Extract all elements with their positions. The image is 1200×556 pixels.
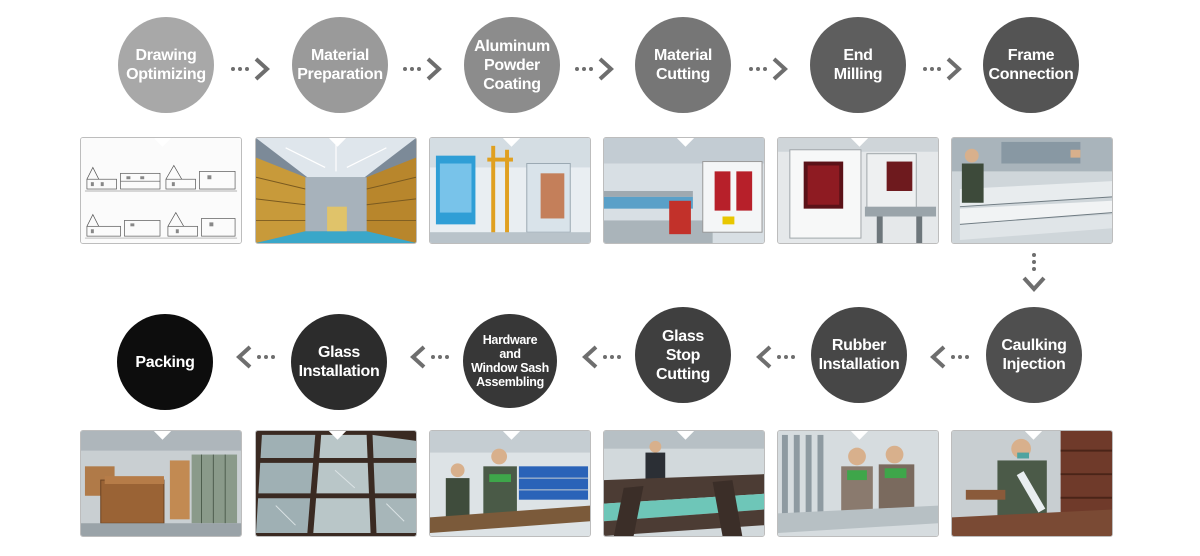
step-label: Glass Stop Cutting bbox=[656, 327, 710, 383]
step-label: End Milling bbox=[833, 47, 883, 83]
step-glass-installation: Glass Installation bbox=[291, 314, 387, 410]
dotted-chevron-left-icon bbox=[756, 345, 795, 369]
step-label: Material Preparation bbox=[297, 47, 383, 83]
dotted-chevron-right-icon bbox=[575, 57, 614, 81]
dotted-chevron-right-icon bbox=[231, 57, 270, 81]
photo-caulking-injection bbox=[951, 430, 1113, 537]
dotted-chevron-right-icon bbox=[923, 57, 962, 81]
step-rubber-installation: Rubber Installation bbox=[811, 307, 907, 403]
step-packing: Packing bbox=[117, 314, 213, 410]
step-frame-connection: Frame Connection bbox=[983, 17, 1079, 113]
step-label: Packing bbox=[135, 353, 195, 371]
step-hardware-window-sash-assembling: Hardware and Window Sash Assembling bbox=[463, 314, 557, 408]
step-material-cutting: Material Cutting bbox=[635, 17, 731, 113]
dotted-chevron-left-icon bbox=[236, 345, 275, 369]
step-end-milling: End Milling bbox=[810, 17, 906, 113]
step-label: Rubber Installation bbox=[818, 337, 900, 373]
dotted-chevron-left-icon bbox=[410, 345, 449, 369]
step-label: Caulking Injection bbox=[1001, 337, 1067, 373]
step-label: Drawing Optimizing bbox=[126, 47, 206, 83]
step-label: Hardware and Window Sash Assembling bbox=[471, 333, 549, 389]
photo-glass-installation bbox=[255, 430, 417, 537]
photo-rubber-installation bbox=[777, 430, 939, 537]
photo-glass-stop-cutting bbox=[603, 430, 765, 537]
photo-powder-coating-line bbox=[429, 137, 591, 244]
photo-hardware-assembling bbox=[429, 430, 591, 537]
dotted-chevron-left-icon bbox=[930, 345, 969, 369]
dotted-chevron-right-icon bbox=[403, 57, 442, 81]
photo-drawing-blueprint bbox=[80, 137, 242, 244]
photo-material-warehouse bbox=[255, 137, 417, 244]
step-label: Material Cutting bbox=[653, 47, 713, 83]
step-label: Frame Connection bbox=[988, 47, 1074, 83]
photo-packing-crates bbox=[80, 430, 242, 537]
photo-frame-connection bbox=[951, 137, 1113, 244]
step-glass-stop-cutting: Glass Stop Cutting bbox=[635, 307, 731, 403]
step-material-preparation: Material Preparation bbox=[292, 17, 388, 113]
photo-cutting-machine bbox=[603, 137, 765, 244]
step-aluminum-powder-coating: Aluminum Powder Coating bbox=[464, 17, 560, 113]
dotted-chevron-right-icon bbox=[749, 57, 788, 81]
dotted-chevron-left-icon bbox=[582, 345, 621, 369]
step-caulking-injection: Caulking Injection bbox=[986, 307, 1082, 403]
dotted-chevron-down-icon bbox=[1022, 253, 1046, 292]
photo-milling-machine bbox=[777, 137, 939, 244]
step-label: Glass Installation bbox=[298, 344, 380, 380]
step-label: Aluminum Powder Coating bbox=[474, 37, 550, 93]
step-drawing-optimizing: Drawing Optimizing bbox=[118, 17, 214, 113]
